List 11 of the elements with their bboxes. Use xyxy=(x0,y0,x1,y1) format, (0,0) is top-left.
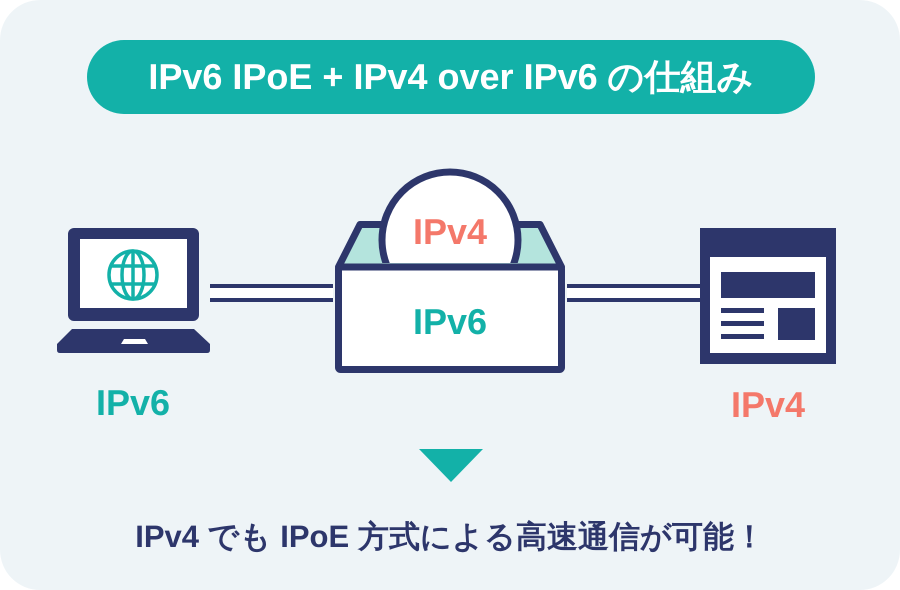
double-line-connector xyxy=(210,284,333,302)
conclusion-text: IPv4 でも IPoE 方式による高速通信が可能！ xyxy=(135,519,765,555)
node-caption: IPv6 xyxy=(96,383,170,423)
node-caption: IPv4 xyxy=(730,385,806,425)
node-label: IPv6 xyxy=(412,302,488,342)
node-label: IPv4 xyxy=(412,212,488,252)
double-line-connector xyxy=(567,284,700,302)
title-banner: IPv6 IPoE + IPv4 over IPv6 の仕組み xyxy=(87,40,815,114)
open-box xyxy=(333,219,567,374)
laptop-icon xyxy=(57,226,210,354)
web-page-icon xyxy=(700,228,836,364)
